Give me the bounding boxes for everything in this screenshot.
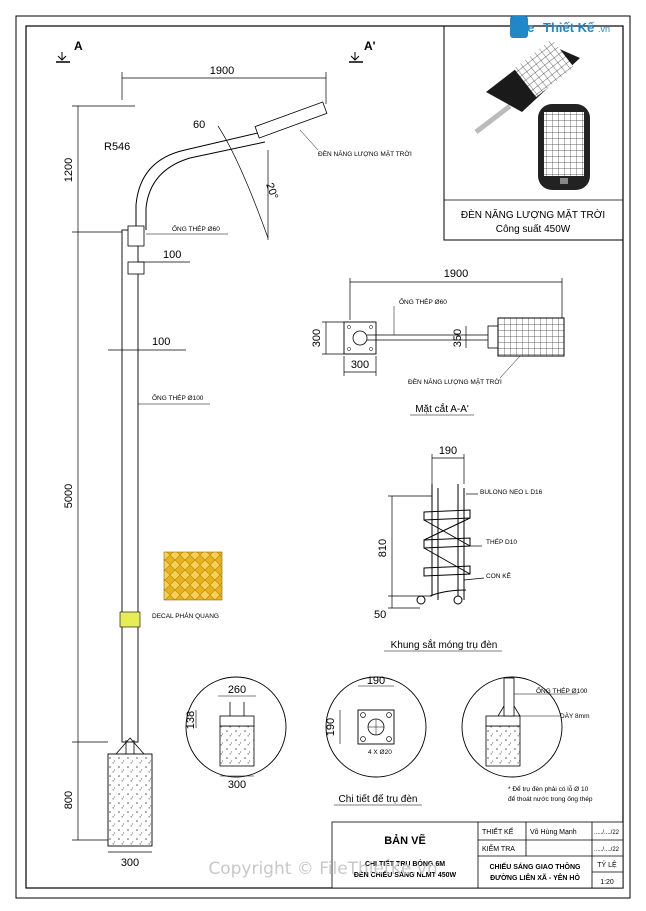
elev-dim-5000: 5000 bbox=[63, 484, 75, 508]
base1-dim-300: 300 bbox=[228, 779, 246, 791]
base2-dim-190-top: 190 bbox=[367, 675, 385, 687]
base1-dim-260: 260 bbox=[228, 684, 246, 696]
site-logo: File Thiết Kế .vn bbox=[510, 16, 610, 38]
pole-decal-band bbox=[119, 611, 141, 628]
cage-label-bolt: BULONG NEO L D16 bbox=[480, 489, 543, 496]
elev-dim-60: 60 bbox=[193, 119, 205, 131]
pole-foundation bbox=[107, 753, 153, 847]
svg-text:A: A bbox=[74, 39, 83, 53]
cage-label-steel: THÉP D10 bbox=[486, 537, 517, 546]
base-note-2: để thoát nước trong ống thép bbox=[508, 794, 593, 803]
elev-angle: 20° bbox=[263, 181, 280, 201]
tb-scale: 1:20 bbox=[600, 879, 614, 886]
aa-caption: Mặt cắt A-A' bbox=[415, 402, 469, 415]
cage-dim-190: 190 bbox=[439, 445, 457, 457]
logo-text-a: File bbox=[512, 20, 534, 35]
lamp-arm bbox=[135, 131, 263, 230]
tb-check-date: ...../..../22 bbox=[594, 830, 620, 836]
cage-caption: Khung sắt móng trụ đèn bbox=[391, 638, 498, 651]
base2-holes: 4 X Ø20 bbox=[368, 749, 392, 756]
svg-text:A': A' bbox=[364, 39, 376, 53]
base1-dim-138: 138 bbox=[185, 711, 197, 729]
base-detail-3 bbox=[461, 676, 563, 778]
section-mark-a: A bbox=[56, 39, 83, 63]
tb-desc-2: ĐÈN CHIẾU SÁNG NLMT 450W bbox=[354, 869, 457, 879]
aa-dim-1900: 1900 bbox=[444, 268, 468, 280]
cage-label-wedge: CON KÊ bbox=[486, 571, 512, 580]
base-detail-2 bbox=[325, 676, 427, 778]
elev-dim-100-top: 100 bbox=[163, 249, 181, 261]
logo-text-c: .vn bbox=[598, 24, 610, 34]
aa-dim-300-left: 300 bbox=[311, 329, 323, 347]
elev-dim-1200: 1200 bbox=[63, 158, 75, 182]
tb-review-label: KIỂM TRA bbox=[482, 844, 515, 853]
product-title: ĐÈN NĂNG LƯỢNG MẶT TRỜI bbox=[461, 208, 605, 221]
section-aa bbox=[343, 317, 565, 357]
cage-dim-810: 810 bbox=[377, 539, 389, 557]
logo-mark-icon bbox=[510, 16, 528, 38]
elev-dim-800: 800 bbox=[63, 791, 75, 809]
elevation-dimensions bbox=[72, 72, 327, 853]
tb-project-2: ĐƯỜNG LIÊN XÃ - YÊN HÒ bbox=[490, 873, 580, 882]
cage-dim-50: 50 bbox=[374, 609, 386, 621]
cage-dimensions bbox=[388, 454, 485, 609]
product-power: Công suất 450W bbox=[496, 223, 571, 235]
aa-label-pipe60: ỐNG THÉP Ø60 bbox=[399, 296, 447, 306]
aa-dim-300-bottom: 300 bbox=[351, 359, 369, 371]
solar-lamp-front-photo bbox=[538, 104, 590, 190]
pole-elevation bbox=[107, 101, 328, 847]
tb-drawing: BẢN VẼ bbox=[384, 834, 426, 847]
foundation-cage bbox=[416, 484, 471, 605]
base2-dim-190-left: 190 bbox=[325, 718, 337, 736]
tb-check-label: THIẾT KẾ bbox=[482, 826, 514, 836]
tb-project-1: CHIẾU SÁNG GIAO THÔNG bbox=[489, 861, 581, 871]
logo-text-b: Thiết Kế bbox=[543, 20, 595, 35]
tb-scale-label: TỶ LỆ bbox=[597, 860, 617, 869]
aa-lamp-panel bbox=[497, 317, 565, 357]
outer-frame bbox=[15, 15, 631, 899]
elev-label-pipe60: ỐNG THÉP Ø60 bbox=[172, 223, 220, 233]
tb-review-date: ...../..../22 bbox=[594, 847, 620, 853]
tb-desc-1: CHI TIẾT TRỤ BÓNG 6M bbox=[365, 858, 445, 868]
base3-pipe: ỐNG THÉP Ø100 bbox=[536, 685, 588, 695]
base-note-1: * Để trụ đèn phải có lỗ Ø 10 bbox=[508, 784, 589, 793]
decal-swatch bbox=[163, 551, 223, 601]
section-aa-dimensions bbox=[322, 278, 563, 376]
tb-check-name: Võ Hùng Mạnh bbox=[530, 829, 577, 836]
product-panel: ĐÈN NĂNG LƯỢNG MẶT TRỜI Công suất 450W bbox=[443, 26, 623, 241]
title-block bbox=[331, 821, 624, 889]
lamp-head bbox=[254, 101, 328, 139]
base-caption: Chi tiết đế trụ đèn bbox=[339, 793, 418, 805]
aa-dim-350: 350 bbox=[452, 329, 464, 347]
elev-dim-100-mid: 100 bbox=[152, 336, 170, 348]
base-detail-1 bbox=[185, 676, 287, 778]
watermark: Copyright © FileThietKe.vn bbox=[208, 859, 437, 879]
pole-shaft bbox=[121, 229, 139, 743]
inner-frame bbox=[25, 25, 624, 889]
elev-label-lamp: ĐÈN NĂNG LƯỢNG MẶT TRỜI bbox=[318, 149, 412, 158]
elev-radius: R546 bbox=[104, 141, 130, 153]
solar-lamp-photo bbox=[474, 39, 580, 134]
aa-label-lamp: ĐÈN NĂNG LƯỢNG MẶT TRỜI bbox=[408, 377, 502, 386]
elev-dim-300: 300 bbox=[121, 857, 139, 869]
base3-thick: DÀY 8mm bbox=[560, 711, 590, 720]
section-mark-a-prime: A' bbox=[349, 39, 376, 63]
elev-label-pipe100: ỐNG THÉP Ø100 bbox=[152, 392, 204, 402]
elev-dim-1900: 1900 bbox=[210, 65, 234, 77]
elev-label-decal: DECAL PHẢN QUANG bbox=[152, 611, 219, 620]
